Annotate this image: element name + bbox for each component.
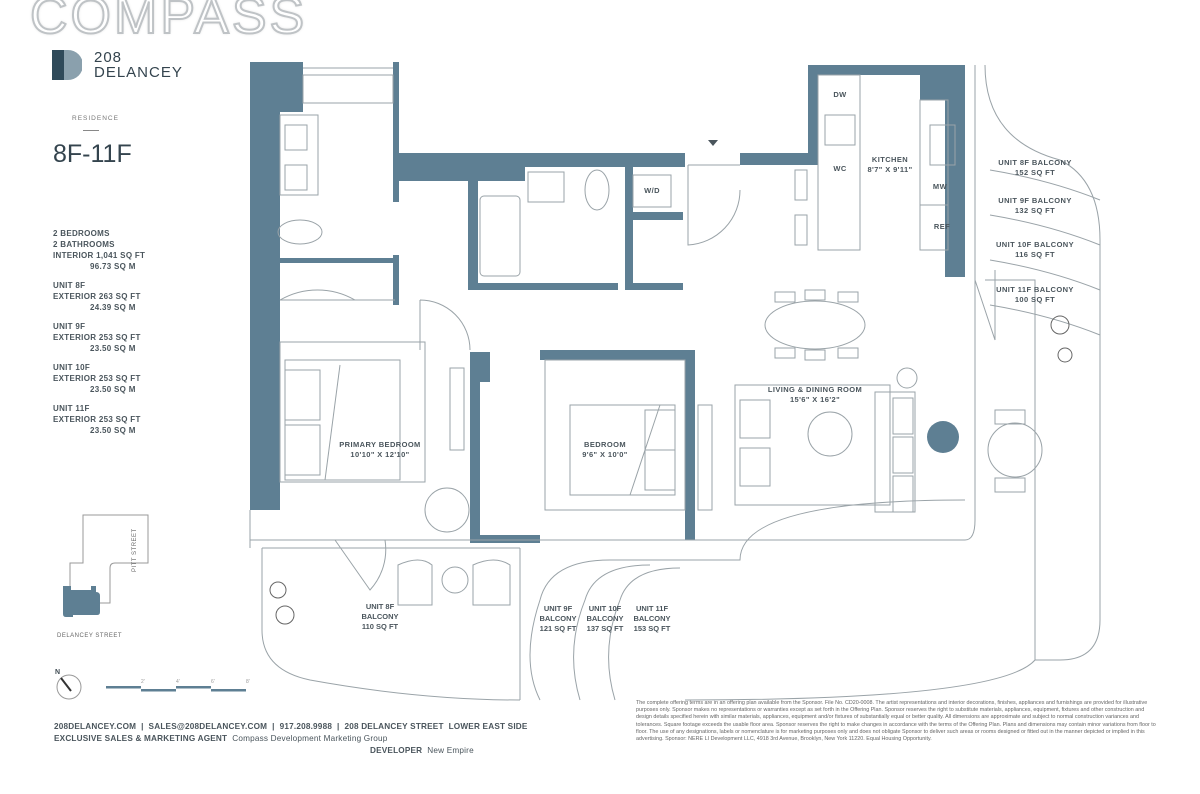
scale-tick-label: 6': [211, 679, 215, 685]
residence-label: RESIDENCE: [72, 115, 119, 122]
room-dimensions: 10'10" X 12'10": [350, 450, 410, 459]
room-kitchen: KITCHEN 8'7" X 9'11": [860, 155, 920, 175]
room-living: LIVING & DINING ROOM 15'6" X 16'2": [750, 385, 880, 405]
compass-watermark: COMPASS: [29, 0, 308, 46]
logo: 208 DELANCEY: [52, 50, 182, 85]
balcony-unit: UNIT 10F: [588, 604, 622, 613]
unit-name: UNIT 9F: [53, 322, 86, 331]
agent-label: EXCLUSIVE SALES & MARKETING AGENT: [54, 734, 228, 743]
unit-name: UNIT 8F: [53, 281, 86, 290]
balcony-name: UNIT 11F BALCONY: [996, 285, 1074, 294]
bedrooms-count: 2 BEDROOMS: [53, 229, 110, 238]
unit-name: UNIT 11F: [53, 404, 90, 413]
exterior-area-metric: 23.50 SQ M: [90, 344, 136, 353]
exterior-area: EXTERIOR 253 SQ FT: [53, 415, 141, 424]
room-dimensions: 15'6" X 16'2": [789, 395, 841, 404]
north-label: N: [55, 669, 61, 676]
room-bedroom: BEDROOM 9'6" X 10'0": [570, 440, 640, 460]
disclaimer: The complete offering terms are in an of…: [636, 700, 1156, 743]
lines: [249, 64, 1101, 701]
balcony-area: 152 SQ FT: [1014, 168, 1056, 177]
bathrooms-count: 2 BATHROOMS: [53, 240, 115, 249]
residence-unit: 8F-11F: [53, 140, 132, 168]
logo-line2: DELANCEY: [94, 64, 183, 81]
unit-exterior-spec: UNIT 11F EXTERIOR 253 SQ FT 23.50 SQ M: [53, 403, 145, 436]
agent-name: Compass Development Marketing Group: [232, 734, 388, 743]
footer-contact: 208DELANCEY.COM | SALES@208DELANCEY.COM …: [54, 722, 528, 731]
exterior-area: EXTERIOR 253 SQ FT: [53, 374, 141, 383]
balcony-area: 116 SQ FT: [1015, 250, 1055, 259]
developer-name: New Empire: [427, 746, 474, 755]
balcony-area: 121 SQ FT: [539, 624, 577, 633]
refrigerator-label: REF: [933, 222, 951, 231]
room-dimensions: 9'6" X 10'0": [582, 450, 628, 459]
room-name: PRIMARY BEDROOM: [339, 440, 421, 449]
specs: 2 BEDROOMS 2 BATHROOMS INTERIOR 1,041 SQ…: [53, 228, 145, 436]
balcony-name: UNIT 8F BALCONY: [998, 158, 1072, 167]
interior-area-metric: 96.73 SQ M: [90, 262, 136, 271]
divider: [83, 130, 99, 131]
balcony-word: BALCONY: [633, 614, 671, 623]
footer-developer: DEVELOPER New Empire: [370, 746, 474, 756]
key-plan: [63, 514, 149, 617]
balcony-area: 110 SQ FT: [361, 622, 399, 631]
street-label-delancey: DELANCEY STREET: [57, 633, 123, 639]
exterior-area: EXTERIOR 253 SQ FT: [53, 333, 141, 342]
room-primary-bedroom: PRIMARY BEDROOM 10'10" X 12'10": [330, 440, 430, 460]
logo-line1: 208: [94, 49, 123, 66]
balcony-unit: UNIT 8F: [365, 602, 395, 611]
scale-tick-label: 4': [176, 679, 180, 685]
unit-name: UNIT 10F: [53, 363, 91, 372]
exterior-area-metric: 23.50 SQ M: [90, 426, 136, 435]
exterior-area: EXTERIOR 263 SQ FT: [53, 292, 141, 301]
room-name: BEDROOM: [584, 440, 626, 449]
balcony-area: 100 SQ FT: [1014, 295, 1056, 304]
scale-tick-label: 8': [246, 679, 250, 685]
column: [927, 421, 959, 453]
unit-exterior-spec: UNIT 9F EXTERIOR 253 SQ FT 23.50 SQ M: [53, 321, 145, 354]
balcony-name: UNIT 9F BALCONY: [998, 196, 1072, 205]
interior-area: INTERIOR 1,041 SQ FT: [53, 251, 146, 260]
balcony-word: BALCONY: [361, 612, 399, 621]
dishwasher-label: DW: [833, 90, 847, 99]
balcony-area: 132 SQ FT: [1014, 206, 1056, 215]
walls: [250, 62, 965, 543]
exterior-area-metric: 24.39 SQ M: [90, 303, 136, 312]
balcony-area: 153 SQ FT: [633, 624, 671, 633]
room-dimensions: 8'7" X 9'11": [867, 165, 913, 174]
north-arrow-icon: [56, 674, 82, 700]
microwave-label: MW: [932, 182, 948, 191]
room-name: KITCHEN: [871, 155, 909, 164]
balcony-area: 137 SQ FT: [586, 624, 624, 633]
scale-tick-label: 2': [141, 679, 145, 685]
plant-icon: [269, 315, 1073, 625]
entry-arrow-icon: [708, 140, 718, 146]
unit-exterior-spec: UNIT 8F EXTERIOR 263 SQ FT 24.39 SQ M: [53, 280, 145, 313]
scale-bar: [106, 686, 246, 692]
footer-agent: EXCLUSIVE SALES & MARKETING AGENT Compas…: [54, 734, 388, 744]
exterior-area-metric: 23.50 SQ M: [90, 385, 136, 394]
balcony-name: UNIT 10F BALCONY: [995, 240, 1075, 249]
wine-cooler-label: WC: [833, 164, 847, 173]
balcony-unit: UNIT 9F: [543, 604, 573, 613]
washer-dryer-label: W/D: [644, 186, 660, 195]
balcony-word: BALCONY: [586, 614, 624, 623]
balcony-word: BALCONY: [539, 614, 577, 623]
balcony-unit: UNIT 11F: [635, 604, 669, 613]
developer-label: DEVELOPER: [370, 746, 423, 755]
unit-exterior-spec: UNIT 10F EXTERIOR 253 SQ FT 23.50 SQ M: [53, 362, 145, 395]
room-name: LIVING & DINING ROOM: [767, 385, 863, 394]
logo-mark-icon: [52, 50, 83, 80]
